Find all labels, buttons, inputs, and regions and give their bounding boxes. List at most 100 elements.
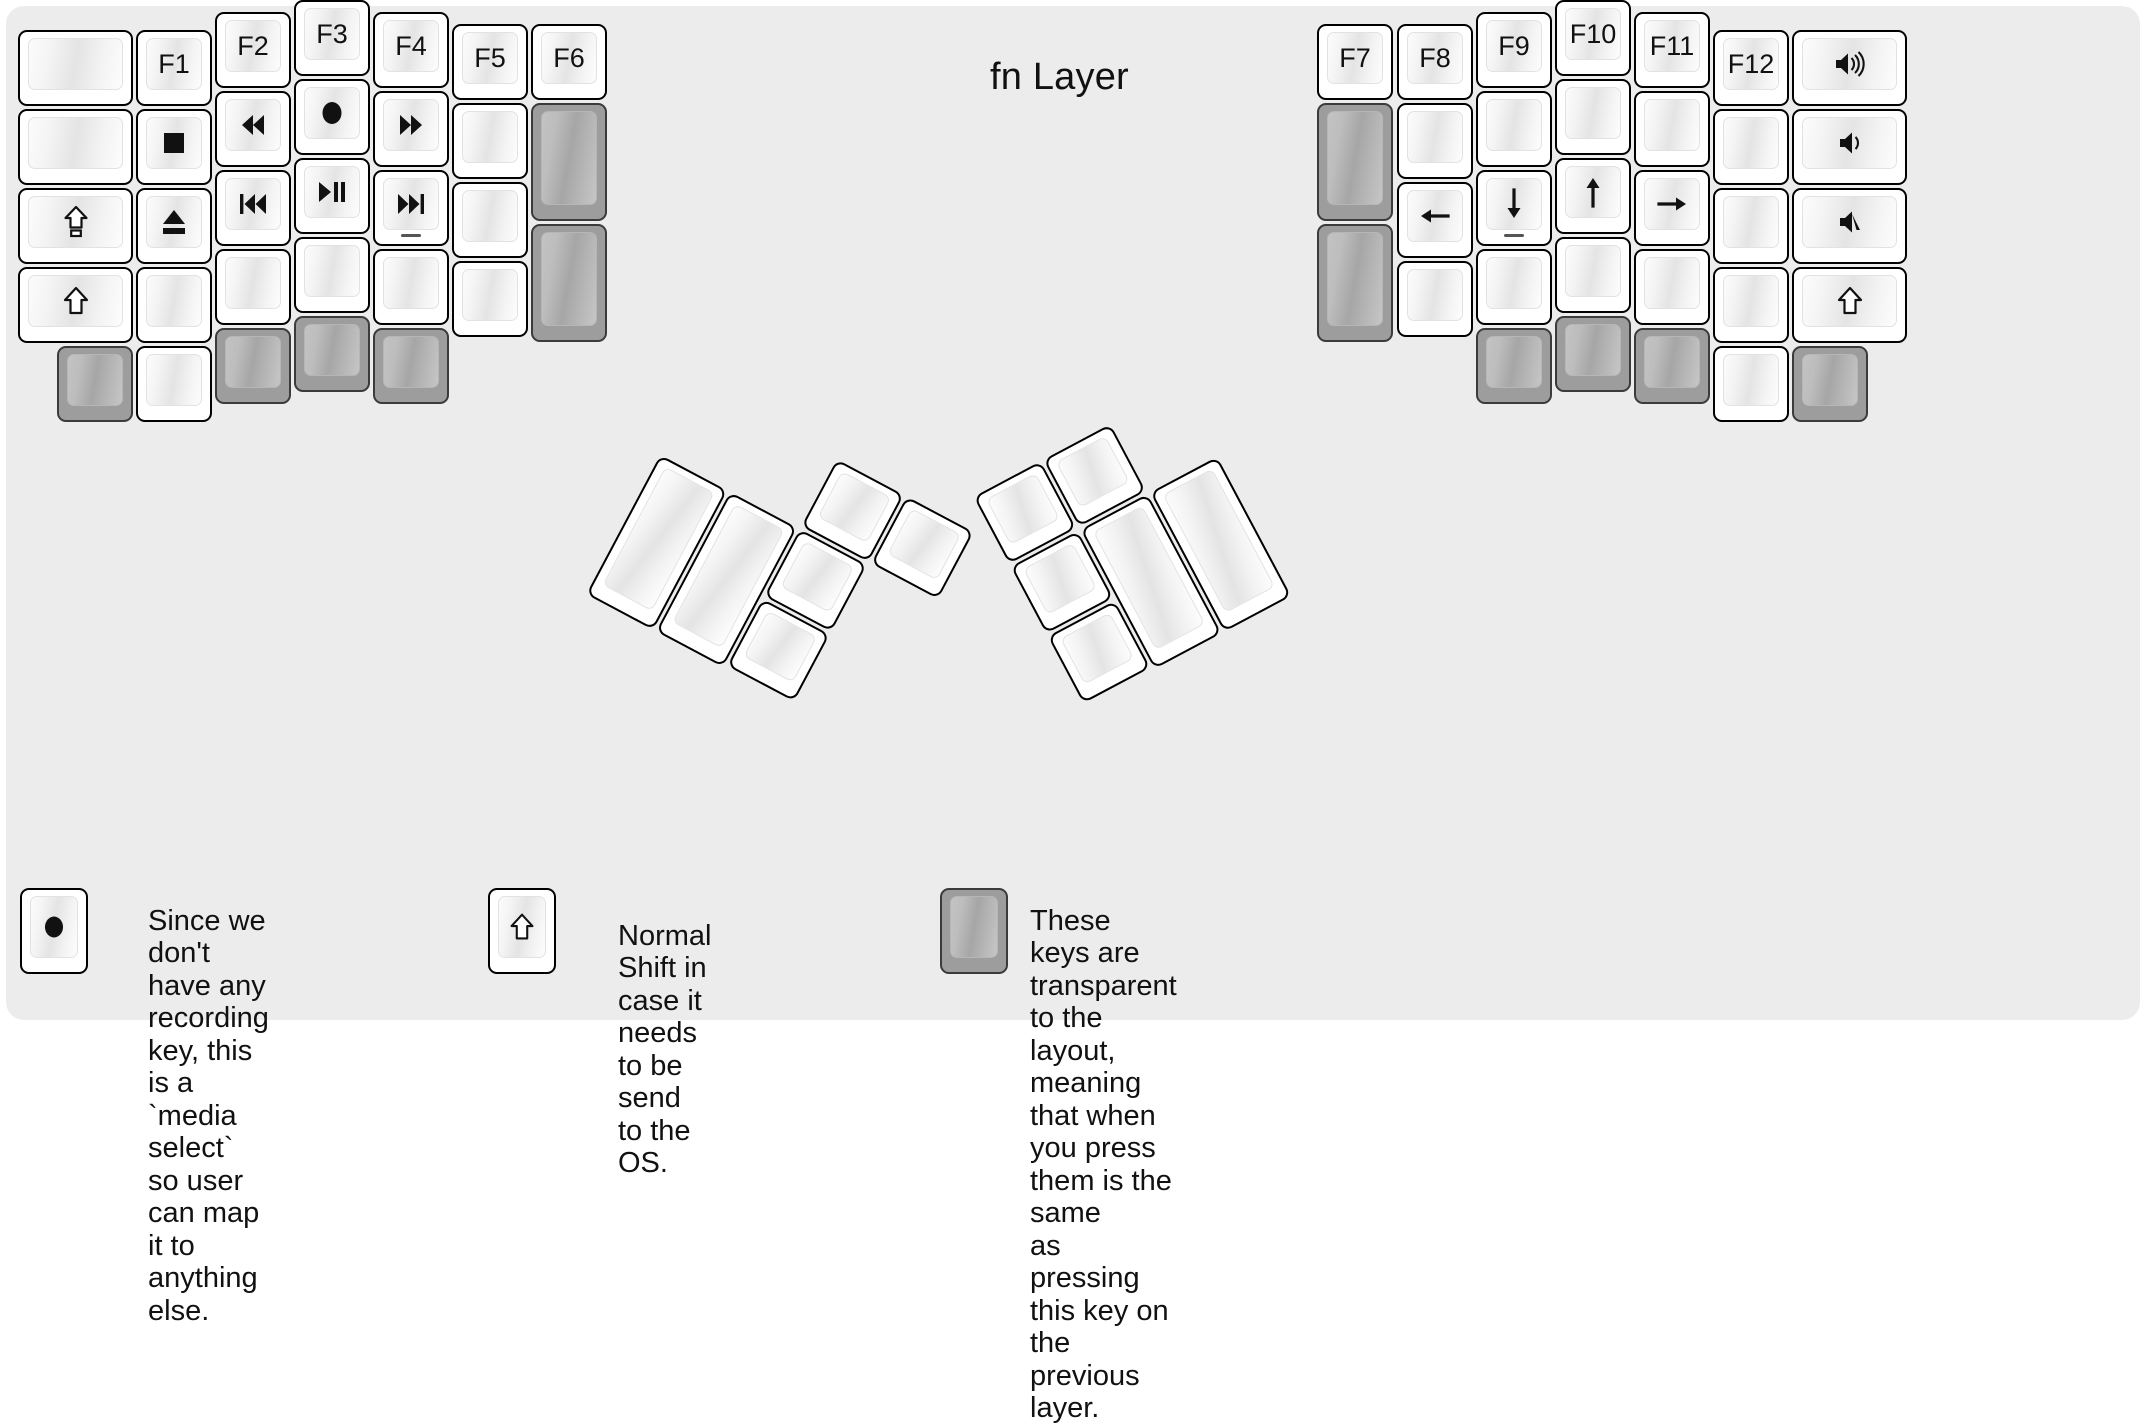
keycap-face <box>1023 542 1098 615</box>
keycap-R-c5-r3[interactable] <box>1634 170 1710 246</box>
keycap-face <box>1327 111 1383 205</box>
keycap-L-c7-r3[interactable] <box>531 224 607 342</box>
keycap-R-c2-r3[interactable] <box>1397 182 1473 258</box>
keycap-R-c3-r1[interactable]: F9 <box>1476 12 1552 88</box>
keycap-L-c2-r1[interactable]: F1 <box>136 30 212 106</box>
keycap-R-c5-r5[interactable] <box>1634 328 1710 404</box>
keycap-R-c7-r1[interactable] <box>1792 30 1907 106</box>
keycap-R-c2-r1[interactable]: F8 <box>1397 24 1473 100</box>
arrow-up-icon <box>1573 172 1613 212</box>
keycap-L-c1-r5[interactable] <box>57 346 133 422</box>
keycap-L-c2-r5[interactable] <box>136 346 212 422</box>
keycap-L-c6-r3[interactable] <box>452 182 528 258</box>
keycap-face <box>1802 196 1897 248</box>
keycap-L-c3-r2[interactable] <box>215 91 291 167</box>
keycap-face <box>1802 38 1897 90</box>
keycap-R-c5-r4[interactable] <box>1634 249 1710 325</box>
legend-text-2: These keys are transparent to the layout… <box>1030 905 1177 1425</box>
keycap-R-c4-r5[interactable] <box>1555 316 1631 392</box>
keycap-R-c4-r4[interactable] <box>1555 237 1631 313</box>
keycap-R-c3-r5[interactable] <box>1476 328 1552 404</box>
keycap-L-c4-r4[interactable] <box>294 237 370 313</box>
keycap-face <box>1802 117 1897 169</box>
keycap-R-c6-r3[interactable] <box>1713 188 1789 264</box>
keycap-face <box>1055 435 1130 508</box>
keycap-L-c7-r1[interactable]: F6 <box>531 24 607 100</box>
keycap-L-c5-r3[interactable] <box>373 170 449 246</box>
keycap-R-c6-r1[interactable]: F12 <box>1713 30 1789 106</box>
keycap-face <box>383 336 439 388</box>
keycap-L-c6-r1[interactable]: F5 <box>452 24 528 100</box>
keycap-R-c2-r4[interactable] <box>1397 261 1473 337</box>
keycap-L-c3-r3[interactable] <box>215 170 291 246</box>
caps-lock-icon <box>56 202 96 242</box>
keycap-face <box>304 324 360 376</box>
keycap-L-c1-r2[interactable] <box>18 109 133 185</box>
keycap-face: F6 <box>541 32 597 84</box>
keycap-L-c4-r5[interactable] <box>294 316 370 392</box>
keycap-L-c1-r1[interactable] <box>18 30 133 106</box>
keycap-face <box>1644 99 1700 151</box>
keycap-face <box>28 38 123 90</box>
keycap-L-c1-r4[interactable] <box>18 267 133 343</box>
keycap-face <box>1327 232 1383 326</box>
keycap-L-c6-r4[interactable] <box>452 261 528 337</box>
keycap-L-c3-r4[interactable] <box>215 249 291 325</box>
keycap-face <box>1486 99 1542 151</box>
keycap-R-c1-r3[interactable] <box>1317 224 1393 342</box>
keycap-L-c2-r3[interactable] <box>136 188 212 264</box>
keycap-face <box>1407 111 1463 163</box>
keycap-face <box>1644 336 1700 388</box>
keycap-R-c4-r1[interactable]: F10 <box>1555 0 1631 76</box>
keycap-face: F9 <box>1486 20 1542 72</box>
keycap-R-c7-r5[interactable] <box>1792 346 1868 422</box>
keycap-face <box>304 166 360 218</box>
keycap-R-c6-r2[interactable] <box>1713 109 1789 185</box>
keycap-L-c7-r2[interactable] <box>531 103 607 221</box>
keycap-face <box>28 196 123 248</box>
keycap-L-c2-r4[interactable] <box>136 267 212 343</box>
keycap-R-c2-r2[interactable] <box>1397 103 1473 179</box>
keycap-L-c1-r3[interactable] <box>18 188 133 264</box>
keycap-L-c5-r2[interactable] <box>373 91 449 167</box>
keycap-R-c7-r3[interactable] <box>1792 188 1907 264</box>
keycap-face <box>462 111 518 163</box>
keycap-label: F7 <box>1339 42 1371 73</box>
page-title: fn Layer <box>990 56 1129 98</box>
legend-keycap-face <box>950 896 998 958</box>
keycap-L-c3-r1[interactable]: F2 <box>215 12 291 88</box>
media-previous-track-icon <box>233 184 273 224</box>
homing-bar <box>401 234 421 237</box>
keycap-R-c6-r5[interactable] <box>1713 346 1789 422</box>
keycap-R-c3-r4[interactable] <box>1476 249 1552 325</box>
keycap-face <box>462 190 518 242</box>
keycap-R-c4-r2[interactable] <box>1555 79 1631 155</box>
keycap-R-c7-r2[interactable] <box>1792 109 1907 185</box>
keycap-R-c3-r2[interactable] <box>1476 91 1552 167</box>
keycap-L-c4-r2[interactable] <box>294 79 370 155</box>
legend-text-1: Normal Shift in case it needs to be send… <box>618 920 712 1180</box>
keycap-face: F7 <box>1327 32 1383 84</box>
legend-keycap-2 <box>940 888 1008 974</box>
keycap-R-c1-r1[interactable]: F7 <box>1317 24 1393 100</box>
keycap-L-c4-r3[interactable] <box>294 158 370 234</box>
keycap-L-c5-r4[interactable] <box>373 249 449 325</box>
keycap-L-c3-r5[interactable] <box>215 328 291 404</box>
keycap-face: F5 <box>462 32 518 84</box>
keycap-L-c5-r1[interactable]: F4 <box>373 12 449 88</box>
keycap-L-c4-r1[interactable]: F3 <box>294 0 370 76</box>
keycap-R-c1-r2[interactable] <box>1317 103 1393 221</box>
keycap-face <box>67 354 123 406</box>
keycap-R-c5-r2[interactable] <box>1634 91 1710 167</box>
keycap-R-c3-r3[interactable] <box>1476 170 1552 246</box>
keycap-R-c7-r4[interactable] <box>1792 267 1907 343</box>
keycap-R-c4-r3[interactable] <box>1555 158 1631 234</box>
keycap-face <box>304 87 360 139</box>
keycap-label: F5 <box>474 42 506 73</box>
keycap-face <box>1644 178 1700 230</box>
keycap-L-c2-r2[interactable] <box>136 109 212 185</box>
keycap-R-c5-r1[interactable]: F11 <box>1634 12 1710 88</box>
keycap-L-c6-r2[interactable] <box>452 103 528 179</box>
keycap-R-c6-r4[interactable] <box>1713 267 1789 343</box>
keycap-L-c5-r5[interactable] <box>373 328 449 404</box>
